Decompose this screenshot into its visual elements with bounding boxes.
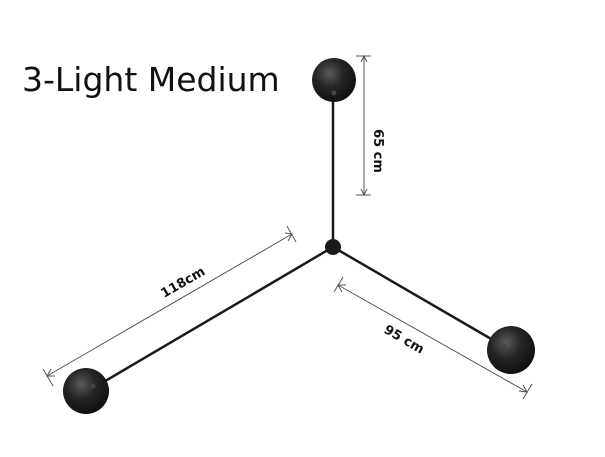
right-shade <box>487 326 535 374</box>
left-shade <box>63 368 109 414</box>
top-dimension-label: 65 cm <box>370 129 385 173</box>
right-dimension-label: 95 cm <box>381 323 426 358</box>
top-shade <box>312 58 356 102</box>
left-dimension-line <box>42 225 297 387</box>
product-title: 3-Light Medium <box>22 60 280 99</box>
left-arm <box>89 245 334 392</box>
top-dimension-line <box>356 54 371 197</box>
right-arm <box>332 245 506 349</box>
right-dimension-line <box>333 276 533 400</box>
center-hub <box>325 239 341 255</box>
left-dimension-label: 118cm <box>159 264 208 301</box>
